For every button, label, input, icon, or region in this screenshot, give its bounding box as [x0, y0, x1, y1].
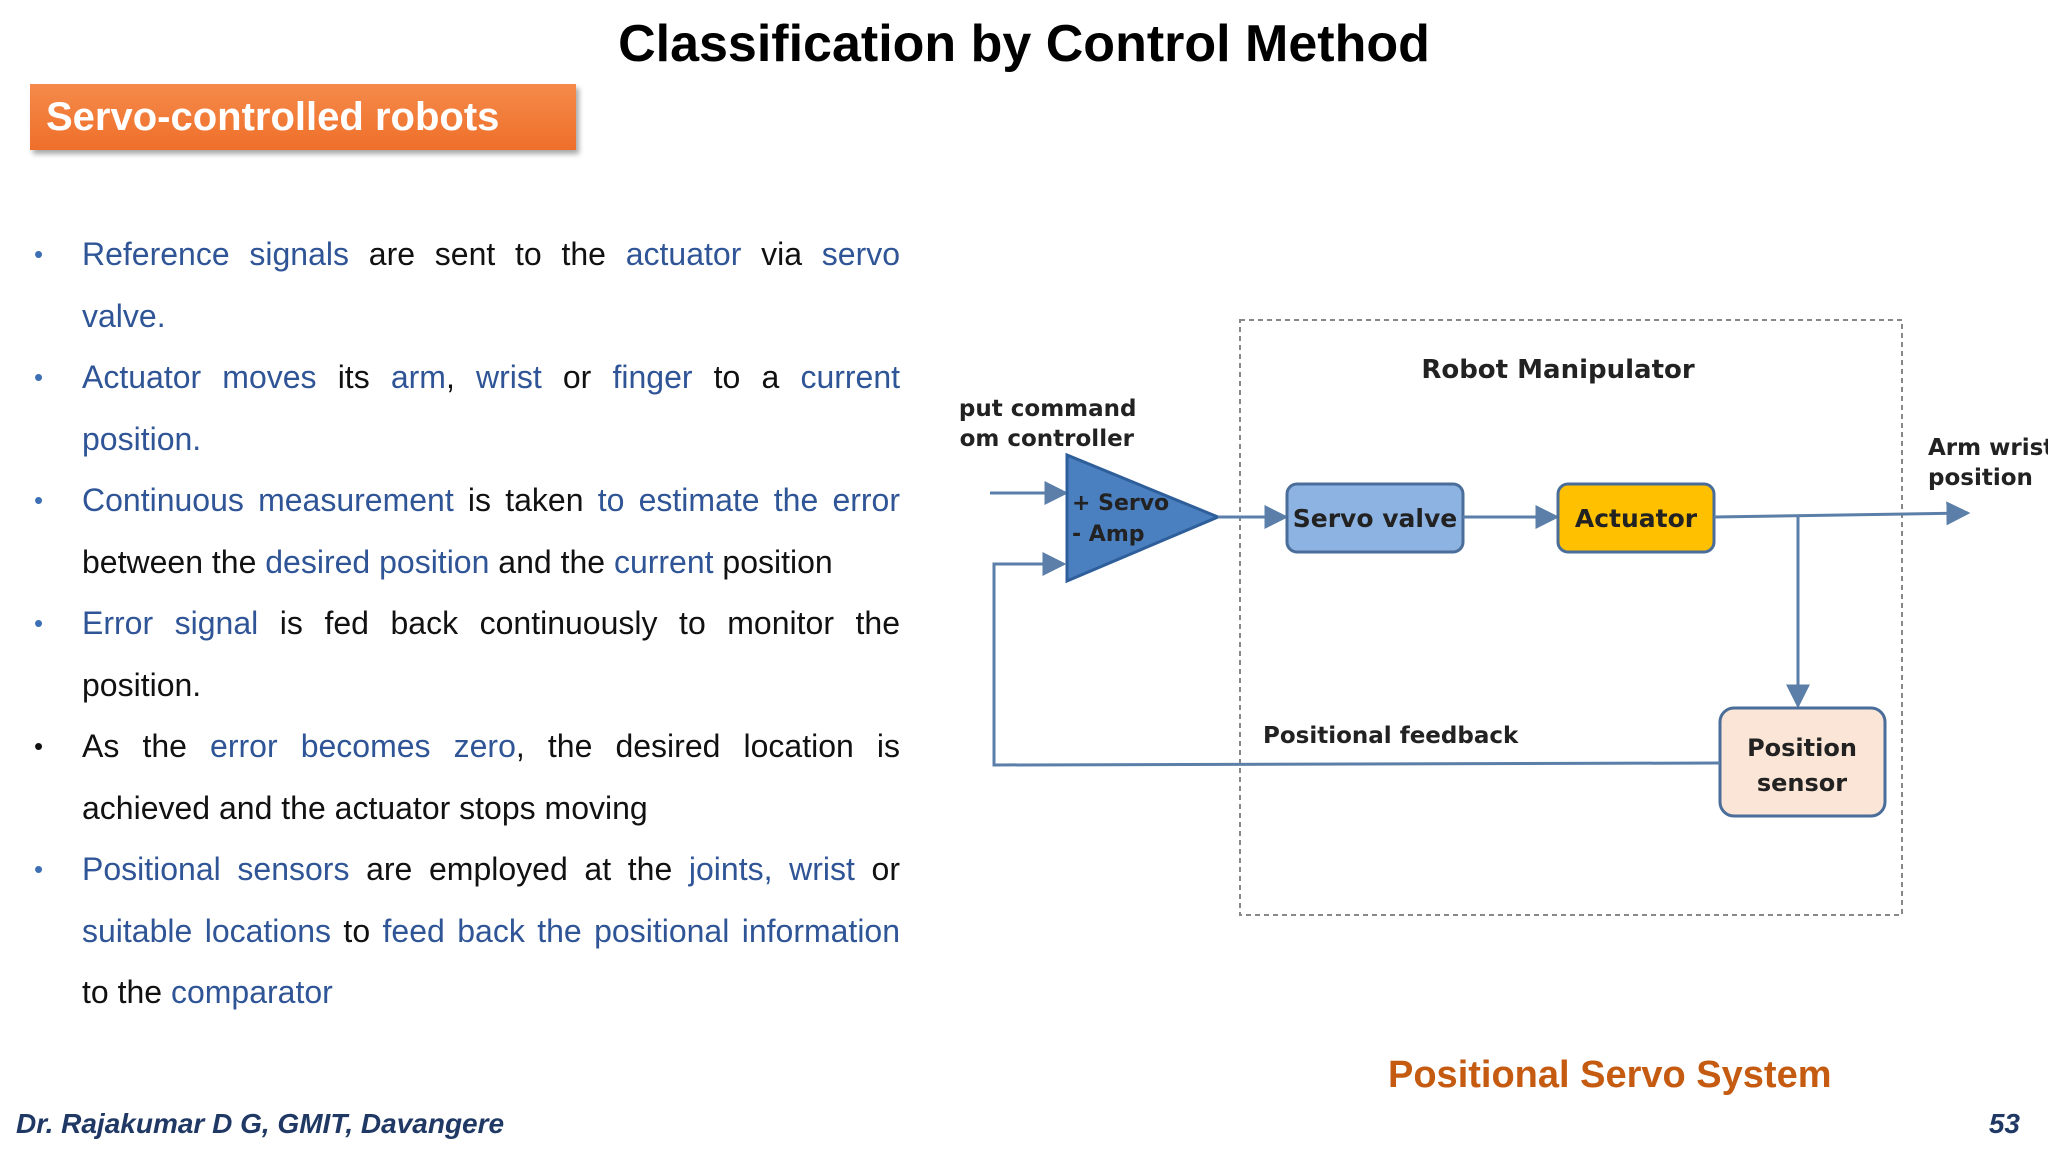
- highlighted-term: actuator: [625, 236, 742, 272]
- bullet-text: to: [331, 912, 383, 949]
- position-sensor-box: [1718, 706, 1887, 818]
- bullet-text: is taken: [453, 482, 598, 518]
- highlighted-term: Actuator moves: [82, 359, 317, 395]
- manipulator-label: Robot Manipulator: [1421, 355, 1695, 385]
- bullet-item: • Reference signals are sent to the actua…: [30, 224, 900, 347]
- bullet-text: to a: [692, 359, 801, 395]
- bullet-dot-icon: •: [34, 854, 44, 884]
- actuator-box: [1556, 482, 1716, 554]
- bullet-text: and the: [489, 543, 614, 580]
- bullet-text: or: [541, 359, 613, 395]
- highlighted-term: current: [613, 543, 714, 580]
- bullet-dot-icon: •: [34, 731, 44, 761]
- positional-servo-diagram: Robot Manipulator Input command From con…: [960, 319, 2048, 916]
- bullet-item: • Continuous measurement is taken to esti…: [30, 470, 900, 593]
- bullet-text: via: [741, 236, 822, 272]
- bullet-dot-icon: •: [34, 608, 44, 638]
- highlighted-term: desired position: [265, 543, 490, 580]
- bullet-text: is fed back continuously to monitor the …: [82, 605, 901, 703]
- highlighted-term: joints, wrist: [688, 851, 855, 887]
- highlighted-term: arm: [390, 359, 446, 395]
- sensor-label-line2: sensor: [1757, 769, 1847, 797]
- highlighted-term: servo valve.: [82, 236, 901, 334]
- bullet-dot-icon: •: [34, 362, 44, 392]
- section-tag: Servo-controlled robots: [30, 84, 576, 150]
- highlighted-term: suitable locations: [82, 912, 332, 949]
- bullet-text: As the: [82, 728, 211, 764]
- highlighted-term: feed back the positional information: [382, 912, 901, 949]
- highlighted-term: Error signal: [82, 605, 259, 641]
- sensor-label-line1: Position: [1747, 734, 1857, 762]
- bullet-text: position: [713, 543, 833, 580]
- servo-amp-triangle: [1065, 452, 1222, 584]
- highlighted-term: Continuous measurement: [82, 482, 454, 518]
- bullet-text: , the desired location is achieved and t…: [82, 728, 901, 826]
- bullet-item: • As the error becomes zero, the desired …: [30, 716, 900, 839]
- highlighted-term: Reference signals: [82, 236, 350, 272]
- bullet-item: •Positional sensors are employed at the …: [30, 839, 900, 1024]
- input-label-line1: Input command: [960, 396, 1137, 422]
- input-label-line2: From controller: [960, 426, 1135, 452]
- bullet-item: • Actuator moves its arm, wrist or finger…: [30, 347, 900, 470]
- bullet-text: ,: [445, 359, 476, 395]
- amp-plus-label: + Servo: [1072, 491, 1169, 516]
- highlighted-term: Positional sensors: [82, 851, 350, 887]
- page-number: 53: [1988, 1108, 2020, 1139]
- output-label-line1: Arm wrist: [1928, 435, 2048, 461]
- bullet-dot-icon: •: [34, 485, 44, 515]
- amp-minus-label: - Amp: [1072, 522, 1145, 547]
- bullet-text: between the: [82, 543, 266, 580]
- bullet-dot-icon: •: [34, 239, 44, 269]
- bullet-item: • Error signal is fed back continuously t…: [30, 593, 900, 716]
- highlighted-term: error becomes zero: [210, 728, 516, 764]
- servo-valve-label: Servo valve: [1293, 504, 1457, 533]
- output-label-line2: position: [1928, 465, 2033, 491]
- bullet-text: or: [854, 851, 901, 887]
- highlighted-term: finger: [612, 359, 693, 395]
- diagram-caption: Positional Servo System: [1388, 1054, 1832, 1096]
- output-arrow: [1713, 501, 1971, 526]
- bullet-text: its: [316, 359, 391, 395]
- slide-title: Classification by Control Method: [618, 15, 1430, 73]
- highlighted-term: current position.: [82, 359, 901, 457]
- feedback-label: Positional feedback: [1263, 723, 1519, 749]
- bullet-text: are employed at the: [349, 851, 689, 887]
- highlighted-term: comparator: [170, 974, 333, 1010]
- manipulator-boundary: [1239, 319, 1903, 916]
- highlighted-term: wrist: [475, 359, 542, 395]
- bullet-text: to the: [82, 974, 171, 1010]
- actuator-label: Actuator: [1575, 504, 1698, 533]
- highlighted-term: to estimate the error: [597, 482, 901, 518]
- footer-author: Dr. Rajakumar D G, GMIT, Davangere: [16, 1108, 505, 1139]
- feedback-path: [992, 552, 1721, 767]
- bullet-text: are sent to the: [349, 236, 626, 272]
- bullet-list: • Reference signals are sent to the actua…: [30, 224, 900, 1024]
